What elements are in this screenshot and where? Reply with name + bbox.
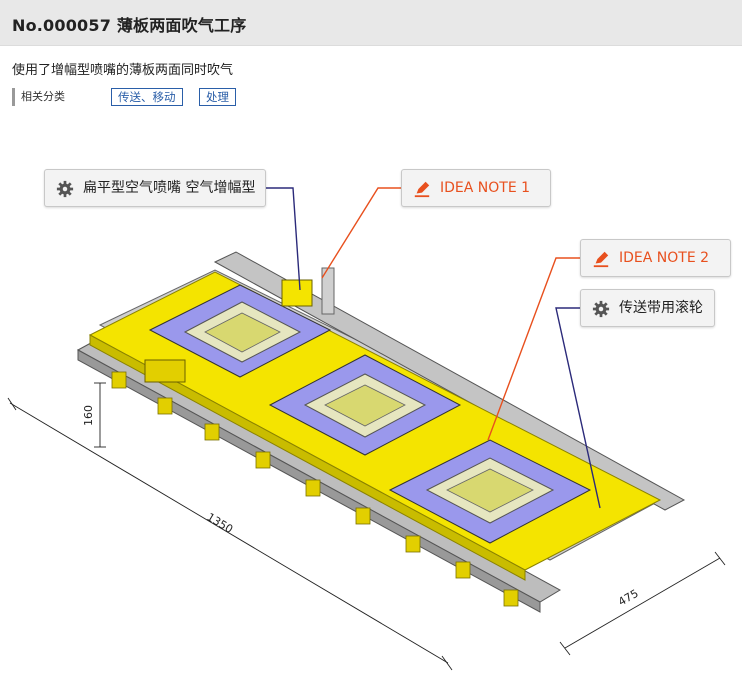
dimension-length: 1350 <box>204 510 235 536</box>
callout-nozzle[interactable]: 扁平型空气喷嘴 空气增幅型 <box>44 169 266 207</box>
nozzle-assembly <box>144 267 335 383</box>
callout-roller[interactable]: 传送带用滚轮 <box>580 289 715 327</box>
gear-icon <box>56 180 74 198</box>
callout-idea-note-2[interactable]: IDEA NOTE 2 <box>580 239 731 277</box>
roller-row <box>111 371 519 607</box>
category-label: 相关分类 <box>12 88 65 106</box>
description: 使用了增幅型喷嘴的薄板两面同时吹气 <box>12 63 234 78</box>
title-bar: No.000057 薄板两面吹气工序 <box>0 0 742 46</box>
leader-lines <box>266 187 601 509</box>
callout-idea-note-1[interactable]: IDEA NOTE 1 <box>401 169 551 207</box>
dimension-height: 160 <box>82 405 95 426</box>
callout-nozzle-label: 扁平型空气喷嘴 空气增幅型 <box>83 180 256 196</box>
category-tag-processing[interactable]: 处理 <box>199 88 236 106</box>
callout-roller-label: 传送带用滚轮 <box>619 300 703 316</box>
callout-idea-note-2-label: IDEA NOTE 2 <box>619 250 710 266</box>
pencil-icon <box>414 181 430 198</box>
pencil-icon <box>593 251 609 268</box>
page-title: No.000057 薄板两面吹气工序 <box>12 16 247 35</box>
category-tag-transport[interactable]: 传送、移动 <box>111 88 183 106</box>
dimension-lines <box>7 382 726 671</box>
dimension-width: 475 <box>616 587 641 609</box>
plates <box>148 284 592 544</box>
callout-idea-note-1-label: IDEA NOTE 1 <box>440 180 531 196</box>
gear-icon <box>592 300 610 318</box>
